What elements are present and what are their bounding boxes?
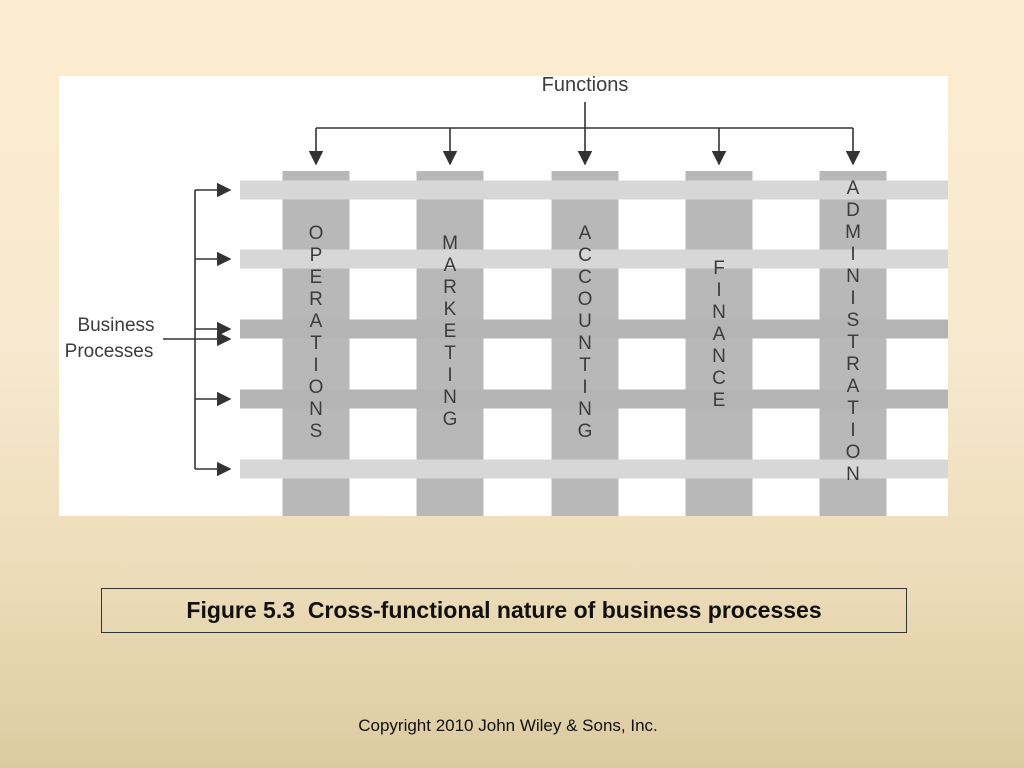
business-processes-label-line-2: Processes <box>65 341 154 362</box>
function-column-marketing <box>416 171 484 516</box>
process-row-2 <box>240 249 948 269</box>
process-row-4 <box>240 389 948 409</box>
process-rows <box>240 180 948 479</box>
process-row-1 <box>240 180 948 200</box>
function-columns <box>282 171 887 516</box>
connector-arrows <box>163 102 861 477</box>
function-column-accounting <box>551 171 619 516</box>
figure-caption: Figure 5.3 Cross-functional nature of bu… <box>101 588 907 633</box>
copyright-notice: Copyright 2010 John Wiley & Sons, Inc. <box>358 716 658 735</box>
function-column-operations <box>282 171 350 516</box>
function-column-administration <box>819 171 887 516</box>
function-column-finance <box>685 171 753 516</box>
process-row-3 <box>240 319 948 339</box>
process-row-5 <box>240 459 948 479</box>
business-processes-label-line-1: Business <box>77 315 154 336</box>
functions-heading: Functions <box>542 76 629 96</box>
